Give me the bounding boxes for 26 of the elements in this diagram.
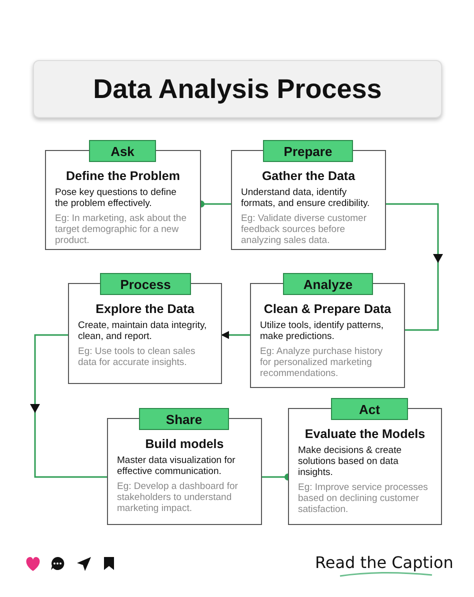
example-text: Eg: In marketing, ask about the target demographic for a new product. bbox=[55, 214, 188, 247]
step-tab: Prepare bbox=[263, 140, 353, 162]
example-text: Eg: Validate diverse customer feedback sources before analyzing sales data. bbox=[241, 214, 368, 247]
example-text: Eg: Analyze purchase history for personalized marketing recommendations. bbox=[260, 346, 384, 380]
step-tab: Process bbox=[100, 273, 191, 295]
card-heading: Define the Problem bbox=[65, 169, 181, 183]
example-text: Eg: Improve service processes based on declining customer satisfaction. bbox=[298, 482, 429, 516]
description: Master data visualization for effective communication. bbox=[117, 456, 236, 478]
example-text: Eg: Use tools to clean sales data for accurate insights. bbox=[78, 346, 196, 369]
example-text: Eg: Develop a dashboard for stakeholders to understand marketing impact. bbox=[117, 482, 239, 515]
description: Create, maintain data integrity, clean, and report. bbox=[78, 321, 208, 343]
step-tab: Analyze bbox=[283, 273, 373, 295]
step-tab: Share bbox=[139, 408, 229, 430]
card-heading: Evaluate the Models bbox=[304, 427, 426, 441]
description: Understand data, identify formats, and ensure credibility. bbox=[241, 188, 371, 210]
description: Make decisions & create solutions based on data insights. bbox=[298, 446, 402, 479]
step-tab: Ask bbox=[89, 140, 156, 162]
description: Utilize tools, identify patterns, make predictions. bbox=[260, 321, 385, 343]
title: Data Analysis Process bbox=[93, 74, 382, 104]
card-heading: Gather the Data bbox=[260, 169, 356, 183]
step-tab: Act bbox=[331, 398, 408, 420]
card-heading: Build models bbox=[144, 437, 225, 451]
description: Pose key questions to define the problem effectively. bbox=[55, 188, 178, 210]
card-heading: Clean & Prepare Data bbox=[262, 302, 392, 316]
card-heading: Explore the Data bbox=[94, 302, 196, 316]
caption-note: Read the Caption bbox=[315, 553, 454, 572]
